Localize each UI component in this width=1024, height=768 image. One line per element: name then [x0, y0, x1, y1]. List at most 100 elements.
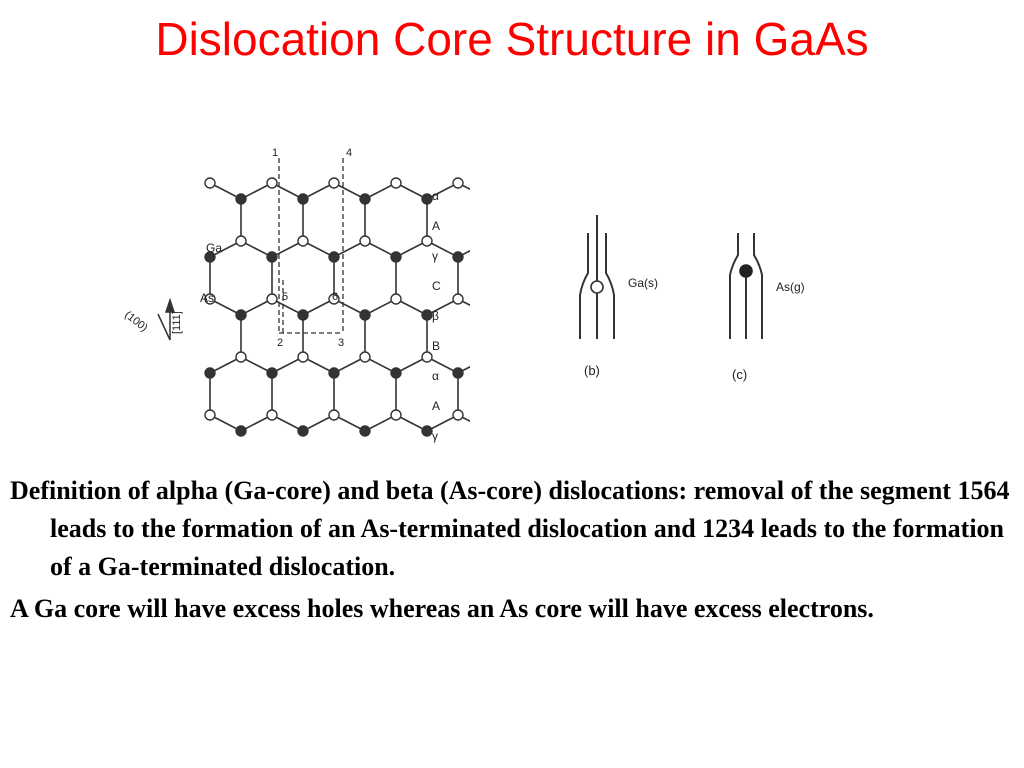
lattice-bond — [302, 240, 335, 258]
lattice-bond — [457, 249, 470, 258]
lattice-bond — [240, 240, 273, 258]
lattice-bond — [240, 414, 273, 432]
lattice-bond — [395, 356, 428, 374]
lattice-bonds — [209, 182, 470, 432]
column-label-1: 1 — [272, 147, 278, 159]
lattice-bond — [395, 182, 428, 200]
lattice-bond — [209, 182, 242, 200]
column-label-4: 4 — [346, 147, 352, 159]
paragraph-definition: Definition of alpha (Ga-core) and beta (… — [10, 476, 1010, 581]
lattice-bond — [395, 298, 428, 316]
lattice-bond — [302, 356, 335, 374]
ga-atom — [204, 177, 216, 189]
as-atom — [297, 193, 309, 205]
layer-label: γ — [432, 429, 438, 443]
ga-atom — [359, 235, 371, 247]
ga-atom — [328, 177, 340, 189]
lattice-bond — [271, 298, 304, 316]
lattice-atoms — [204, 177, 464, 437]
layer-label: A — [432, 399, 440, 413]
ga-atom — [390, 177, 402, 189]
lattice-bond — [364, 414, 397, 432]
body-text: Definition of alpha (Ga-core) and beta (… — [10, 472, 1010, 632]
ga-atom — [452, 409, 464, 421]
site-label-5: 5 — [282, 291, 288, 303]
layer-label: β — [432, 309, 439, 323]
ga-site-icon — [590, 280, 604, 294]
site-label-3: 3 — [338, 337, 344, 349]
lattice-bond — [302, 298, 335, 316]
ga-atom — [421, 235, 433, 247]
lattice-bond — [364, 298, 397, 316]
ga-atom — [452, 293, 464, 305]
panel-c-label: As(g) — [776, 280, 805, 294]
panel-c-caption: (c) — [732, 367, 747, 382]
layer-label: α — [432, 189, 439, 203]
lattice-bond — [209, 414, 242, 432]
as-atom — [359, 193, 371, 205]
lattice-bond — [271, 182, 304, 200]
panel-b-caption: (b) — [584, 363, 600, 378]
lattice-bond — [426, 414, 459, 432]
as-atom — [452, 367, 464, 379]
lattice-bond — [240, 298, 273, 316]
ga-atom — [235, 351, 247, 363]
lattice-bond — [457, 365, 470, 374]
lattice-bond — [364, 356, 397, 374]
lattice-bond — [457, 414, 470, 423]
paragraph-core-carriers: A Ga core will have excess holes whereas… — [10, 594, 874, 623]
layer-label: γ — [432, 249, 438, 263]
layer-label: C — [432, 279, 441, 293]
ga-atom — [452, 177, 464, 189]
lattice-bond — [457, 298, 470, 307]
ga-atom — [266, 177, 278, 189]
axis-label-111: [111] — [171, 311, 183, 334]
as-atom — [421, 425, 433, 437]
lattice-bond — [271, 414, 304, 432]
lattice-bond — [395, 240, 428, 258]
as-atom — [452, 251, 464, 263]
lattice-bond — [364, 182, 397, 200]
lattice-bond — [333, 356, 366, 374]
as-atom — [421, 193, 433, 205]
panel-c — [729, 233, 763, 339]
axis-indicator — [157, 297, 176, 341]
site-label-6: 6 — [332, 291, 338, 303]
as-atom — [328, 251, 340, 263]
lattice-bond — [209, 356, 242, 374]
as-atom — [266, 251, 278, 263]
lattice-bond — [333, 298, 366, 316]
lattice-bond — [395, 414, 428, 432]
ga-atom — [266, 409, 278, 421]
as-atom — [359, 425, 371, 437]
lattice-bond — [364, 240, 397, 258]
lattice-bond — [426, 356, 459, 374]
as-atom — [297, 309, 309, 321]
ga-atom — [421, 351, 433, 363]
lattice-bond — [271, 356, 304, 374]
panel-b-label: Ga(s) — [628, 276, 658, 290]
lattice-bond — [240, 182, 273, 200]
ga-atom — [328, 293, 340, 305]
layer-label: A — [432, 219, 440, 233]
as-site-icon — [739, 264, 753, 278]
lattice-bond — [333, 240, 366, 258]
lattice-bond — [426, 240, 459, 258]
lattice-bond — [426, 182, 459, 200]
lattice-bond — [271, 240, 304, 258]
lattice-bond — [333, 182, 366, 200]
as-atom — [390, 251, 402, 263]
lattice-bond — [240, 356, 273, 374]
as-atom — [235, 309, 247, 321]
ga-atom — [297, 351, 309, 363]
as-atom — [204, 367, 216, 379]
as-atom — [204, 251, 216, 263]
layer-label: α — [432, 369, 439, 383]
dislocation-cut-lines — [278, 158, 344, 334]
as-atom — [328, 367, 340, 379]
ga-atom — [266, 293, 278, 305]
lattice-bond — [302, 414, 335, 432]
as-atom — [235, 193, 247, 205]
